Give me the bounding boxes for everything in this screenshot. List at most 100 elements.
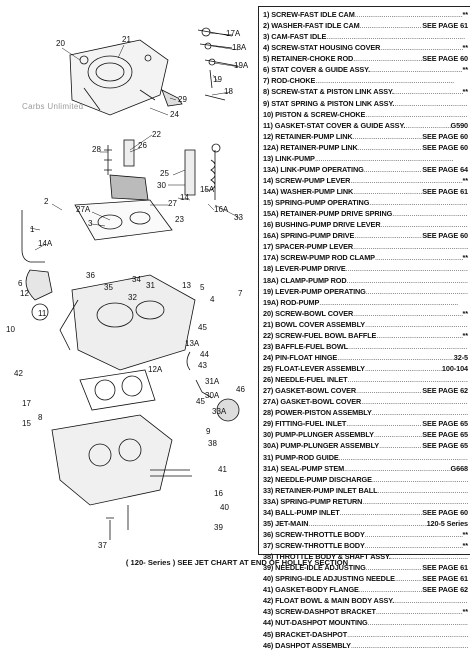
part-name: 20) SCREW-BOWL COVER — [263, 308, 354, 318]
parts-list-row: 46) DASHPOT ASSEMBLY — [263, 640, 470, 651]
dot-leader — [394, 595, 468, 606]
dot-leader — [347, 629, 468, 640]
part-name: 27) GASKET-BOWL COVER — [263, 386, 357, 396]
part-reference — [468, 75, 470, 86]
part-name: 8) SCREW-STAT & PISTON LINK ASSY. — [263, 87, 394, 97]
part-reference: ** — [462, 541, 469, 550]
callout-number: 36 — [86, 271, 95, 280]
parts-list-row: 37) SCREW-THROTTLE BODY ** — [263, 540, 470, 551]
callout-number: 18A — [232, 43, 247, 52]
dot-leader — [359, 584, 422, 595]
callout-number: 4 — [210, 295, 215, 304]
parts-list-row: 25) FLOAT-LEVER ASSEMBLY100-104 — [263, 363, 470, 374]
callout-number: 16 — [214, 489, 223, 498]
part-reference: SEE PAGE 60 — [422, 142, 468, 152]
dot-leader — [319, 297, 468, 308]
callout-number: 27 — [168, 199, 177, 208]
callout-number: 15 — [22, 419, 31, 428]
parts-list-row: 24) PIN-FLOAT HINGE32-5 — [263, 352, 470, 363]
dot-leader — [360, 20, 423, 31]
part-name: 11) GASKET-STAT COVER & GUIDE ASSY. — [263, 120, 406, 130]
part-reference: SEE PAGE 60 — [422, 507, 468, 517]
parts-list-row: 19A) ROD-PUMP — [263, 297, 470, 308]
part-name: 21) BOWL COVER ASSEMBLY — [263, 319, 366, 329]
callout-number: 32 — [128, 293, 137, 302]
part-reference: SEE PAGE 61 — [422, 21, 468, 31]
part-name: 16A) SPRING-PUMP DRIVE — [263, 231, 355, 241]
part-name: 31A) SEAL-PUMP STEM — [263, 463, 345, 473]
dot-leader — [358, 142, 422, 153]
part-reference: SEE PAGE 61 — [422, 563, 468, 573]
parts-list: 1) SCREW-FAST IDLE CAM ** 2) WASHER-FAST I… — [259, 7, 470, 651]
dot-leader — [353, 186, 422, 197]
part-reference: ** — [462, 175, 469, 185]
part-name: 30A) PUMP-PLUNGER ASSEMBLY — [263, 441, 380, 451]
part-name: 17) SPACER-PUMP LEVER — [263, 242, 354, 252]
parts-list-row: 12A) RETAINER-PUMP LINK SEE PAGE 60 — [263, 142, 470, 153]
callout-number: 22 — [152, 130, 161, 139]
parts-list-row: 14A) WASHER-PUMP LINKSEE PAGE 61 — [263, 186, 470, 197]
part-name: 33A) SPRING-PUMP RETURN — [263, 496, 363, 506]
part-reference: ** — [462, 253, 469, 263]
part-reference: SEE PAGE 60 — [422, 131, 468, 141]
part-name: 3) CAM-FAST IDLE — [263, 32, 327, 42]
callout-number: 34 — [132, 275, 141, 284]
parts-list-row: 17) SPACER-PUMP LEVER — [263, 241, 470, 252]
part-reference: SEE PAGE 65 — [422, 430, 468, 440]
parts-list-row: 23) BAFFLE-FUEL BOWL — [263, 341, 470, 352]
part-reference — [468, 407, 470, 418]
part-name: 2) WASHER-FAST IDLE CAM — [263, 21, 360, 31]
callout-number: 29 — [178, 95, 187, 104]
parts-list-row: 44) NUT-DASHPOT MOUNTING — [263, 617, 470, 628]
stat-housing-drawing — [25, 269, 53, 301]
part-reference: ** — [462, 43, 469, 53]
exploded-carburetor-diagram — [21, 27, 241, 540]
dashpot-drawing — [216, 398, 240, 422]
callout-number: 25 — [160, 169, 169, 178]
part-name: 13A) LINK-PUMP OPERATING — [263, 164, 364, 174]
parts-list-row: 33) RETAINER-PUMP INLET BALL — [263, 485, 470, 496]
part-reference: 120-5 Series — [426, 518, 469, 528]
part-name: 33) RETAINER-PUMP INLET BALL — [263, 485, 378, 495]
callout-number: 35 — [104, 283, 113, 292]
fuel-inlet-fitting-drawing — [161, 89, 183, 107]
part-reference: SEE PAGE 64 — [422, 164, 468, 174]
part-name: 7) ROD-CHOKE — [263, 76, 316, 86]
callout-number: 17A — [226, 29, 241, 38]
part-name: 25) FLOAT-LEVER ASSEMBLY — [263, 364, 365, 373]
dot-leader — [355, 9, 463, 20]
callout-number: 42 — [14, 369, 23, 378]
dot-leader — [353, 131, 423, 142]
callout-number: 14 — [180, 193, 189, 202]
callout-number: 19 — [213, 75, 222, 84]
callout-number: 28 — [92, 145, 101, 154]
part-reference — [468, 98, 470, 109]
part-name: 36) SCREW-THROTTLE BODY — [263, 529, 365, 539]
choke-rod-drawing — [21, 210, 45, 263]
part-name: 18) LEVER-PUMP DRIVE — [263, 264, 346, 274]
part-name: 17A) SCREW-PUMP ROD CLAMP — [263, 253, 375, 263]
part-name: 12A) RETAINER-PUMP LINK — [263, 142, 358, 152]
part-name: 37) SCREW-THROTTLE BODY — [263, 541, 365, 550]
pump-plunger-drawing — [184, 149, 196, 196]
parts-list-row: 31A) SEAL-PUMP STEMG668 — [263, 463, 470, 474]
dot-leader — [378, 485, 469, 496]
dot-leader — [376, 606, 463, 617]
dot-leader — [361, 396, 468, 407]
part-name: 10) PISTON & SCREW-CHOKE — [263, 109, 366, 119]
part-name: 40) SPRING-IDLE ADJUSTING NEEDLE — [263, 574, 395, 584]
dot-leader — [362, 496, 468, 507]
dot-leader — [315, 153, 468, 164]
throttle-body-screws-drawing — [106, 505, 129, 540]
dot-leader — [405, 120, 450, 131]
dot-leader — [394, 98, 468, 109]
callout-number: 31 — [146, 281, 155, 290]
part-reference — [468, 595, 470, 606]
parts-list-row: 31) PUMP-ROD GUIDE — [263, 452, 470, 463]
part-name: 14) SCREW-PUMP LEVER — [263, 175, 351, 185]
callout-number: 1 — [30, 225, 35, 234]
part-reference: ** — [462, 308, 469, 318]
part-name: 22) SCREW-FUEL BOWL BAFFLE — [263, 330, 377, 340]
watermark-text: Carbs Unlimited — [22, 102, 84, 111]
part-name: 1) SCREW-FAST IDLE CAM — [263, 10, 355, 19]
